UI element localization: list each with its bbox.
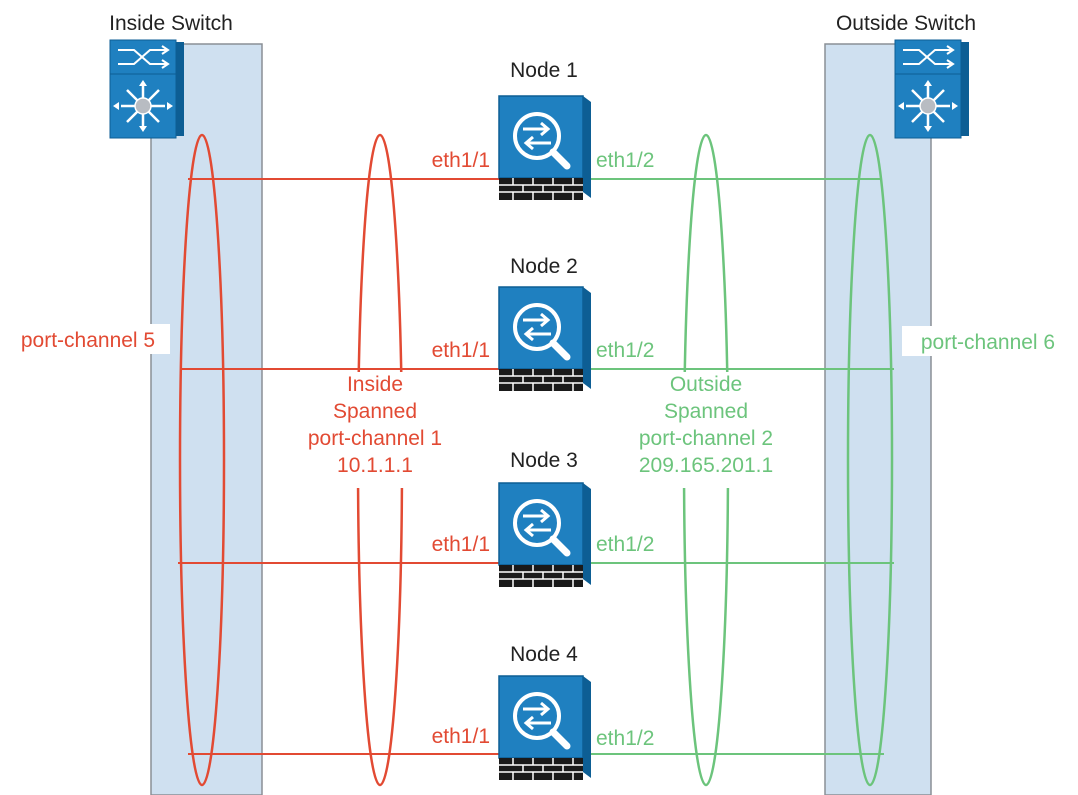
port-channel-6-ellipse (846, 133, 894, 787)
node-3: Node 3 (499, 449, 591, 587)
node-2-inside-port: eth1/1 (432, 339, 490, 362)
port-channel-5-ellipse (178, 133, 226, 787)
inside-spanned-line-4: 10.1.1.1 (337, 454, 413, 477)
node-1: Node 1 (499, 59, 591, 200)
outside-spanned-line-4: 209.165.201.1 (639, 454, 773, 477)
outside-spanned-label: Outside Spanned port-channel 2 209.165.2… (639, 373, 773, 477)
port-channel-5-label: port-channel 5 (21, 329, 155, 352)
node-4: Node 4 (499, 643, 591, 780)
inside-switch-band (150, 43, 263, 795)
node-1-inside-port: eth1/1 (432, 149, 490, 172)
outside-switch-label: Outside Switch (836, 12, 976, 35)
outside-links (590, 178, 894, 755)
outside-spanned-line-3: port-channel 2 (639, 427, 773, 450)
node-3-outside-port: eth1/2 (596, 533, 654, 556)
node-1-outside-port: eth1/2 (596, 149, 654, 172)
node-3-inside-port: eth1/1 (432, 533, 490, 556)
firewall-appliance-icon (499, 287, 591, 391)
firewall-appliance-icon (499, 483, 591, 587)
node-2-outside-port: eth1/2 (596, 339, 654, 362)
outside-switch-band (824, 43, 932, 795)
node-label: Node 2 (510, 255, 578, 278)
node-label: Node 4 (510, 643, 578, 666)
node-label: Node 3 (510, 449, 578, 472)
outside-switch-icon (893, 38, 971, 140)
node-2: Node 2 (499, 255, 591, 391)
inside-spanned-label: Inside Spanned port-channel 1 10.1.1.1 (308, 373, 442, 477)
inside-switch-label: Inside Switch (109, 12, 233, 35)
node-label: Node 1 (510, 59, 578, 82)
inside-switch-icon (108, 38, 186, 140)
firewall-appliance-icon (499, 96, 591, 200)
inside-spanned-line-3: port-channel 1 (308, 427, 442, 450)
port-channel-6-label: port-channel 6 (921, 331, 1055, 354)
inside-links (178, 178, 499, 755)
outside-spanned-line-1: Outside (670, 373, 742, 396)
node-4-outside-port: eth1/2 (596, 727, 654, 750)
outside-spanned-line-2: Spanned (664, 400, 748, 423)
firewall-appliance-icon (499, 676, 591, 780)
node-4-inside-port: eth1/1 (432, 725, 490, 748)
inside-spanned-line-2: Spanned (333, 400, 417, 423)
inside-spanned-line-1: Inside (347, 373, 403, 396)
